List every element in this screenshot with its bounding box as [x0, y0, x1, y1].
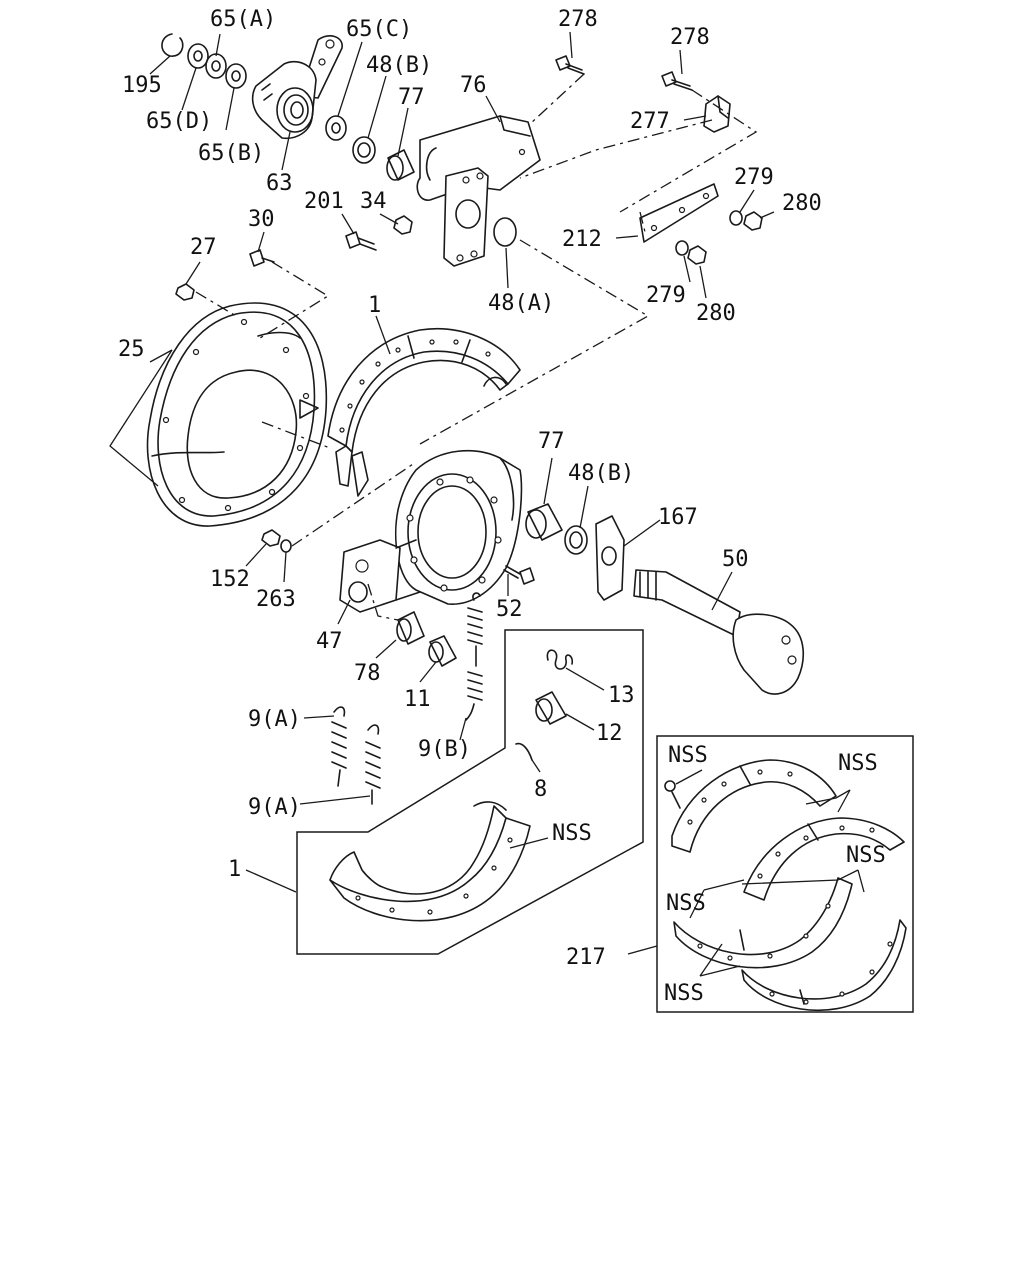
label-27: 27	[190, 235, 217, 260]
seal-48b-mid	[564, 525, 588, 555]
label-65c: 65(C)	[346, 17, 412, 42]
seal-48b-top	[352, 136, 376, 164]
label-78: 78	[354, 661, 381, 686]
plate-212	[639, 183, 719, 243]
pin-78	[396, 611, 425, 645]
washer-279-top	[729, 210, 743, 226]
o-ring-48a	[493, 217, 517, 247]
washer-65d	[187, 43, 209, 69]
roller-11	[428, 635, 457, 667]
label-278-a: 278	[558, 7, 598, 32]
roller-12	[535, 691, 567, 725]
assembly-dashed-lines	[195, 73, 758, 621]
bolt-278-b	[661, 71, 693, 91]
label-212: 212	[562, 227, 602, 252]
label-nss-box-1: NSS	[668, 743, 708, 768]
label-1-top: 1	[368, 293, 381, 318]
bushing-77-mid	[525, 503, 563, 541]
label-nss-box-4: NSS	[666, 891, 706, 916]
nut-34	[393, 215, 413, 235]
clip-277	[703, 95, 731, 133]
label-9a-bottom: 9(A)	[248, 795, 301, 820]
lining-kit-box	[656, 735, 914, 1013]
label-9b: 9(B)	[418, 737, 471, 762]
label-13: 13	[608, 683, 635, 708]
shoe-group-box	[296, 629, 644, 955]
label-nss-box-2: NSS	[838, 751, 878, 776]
lining-kit-217	[664, 759, 907, 1012]
label-279-top: 279	[734, 165, 774, 190]
label-280-top: 280	[782, 191, 822, 216]
label-47: 47	[316, 629, 343, 654]
label-201: 201	[304, 189, 344, 214]
spring-9a-left	[331, 706, 347, 787]
bolt-52	[503, 565, 535, 585]
dust-shield-25	[146, 302, 328, 527]
label-9a-top: 9(A)	[248, 707, 301, 732]
label-280-bottom: 280	[696, 301, 736, 326]
label-65b: 65(B)	[198, 141, 264, 166]
snap-ring-195	[161, 33, 184, 57]
camshaft-50	[633, 569, 805, 695]
label-263: 263	[256, 587, 296, 612]
spring-9a-right	[365, 724, 381, 805]
label-77-mid: 77	[538, 429, 565, 454]
spring-13	[546, 649, 574, 670]
bushing-77-top	[386, 149, 415, 181]
label-63: 63	[266, 171, 293, 196]
nut-280-top	[743, 211, 763, 231]
bracket-76	[416, 115, 541, 267]
brake-shoe-1-top	[327, 328, 521, 497]
label-65d: 65(D)	[146, 109, 212, 134]
label-nss-box-3: NSS	[846, 843, 886, 868]
slack-adjuster-63	[251, 35, 343, 140]
label-30: 30	[248, 207, 275, 232]
bolt-30	[249, 249, 275, 267]
spider-anchor	[339, 449, 523, 613]
nut-152	[261, 529, 281, 547]
washer-279-bottom	[675, 240, 689, 256]
washer-263	[280, 539, 292, 553]
label-77-top: 77	[398, 85, 425, 110]
label-195: 195	[122, 73, 162, 98]
washer-65a	[205, 53, 227, 79]
washer-65b	[225, 63, 247, 89]
label-65a: 65(A)	[210, 7, 276, 32]
label-25: 25	[118, 337, 145, 362]
label-48b-top: 48(B)	[366, 53, 432, 78]
label-12: 12	[596, 721, 623, 746]
label-277: 277	[630, 109, 670, 134]
label-8: 8	[534, 777, 547, 802]
label-1-bottom: 1	[228, 857, 241, 882]
label-279-bottom: 279	[646, 283, 686, 308]
plate-167	[595, 515, 625, 601]
label-11: 11	[404, 687, 431, 712]
label-167: 167	[658, 505, 698, 530]
label-217: 217	[566, 945, 606, 970]
label-34: 34	[360, 189, 387, 214]
spring-9b	[465, 592, 483, 721]
label-nss-kit: NSS	[552, 821, 592, 846]
label-152: 152	[210, 567, 250, 592]
bolt-278-a	[555, 55, 585, 75]
label-76: 76	[460, 73, 487, 98]
leader-lines	[109, 31, 865, 977]
nut-27	[175, 283, 195, 301]
label-278-b: 278	[670, 25, 710, 50]
label-50: 50	[722, 547, 749, 572]
brake-shoe-1-bottom	[329, 801, 531, 922]
nut-280-bottom	[687, 245, 707, 265]
washer-65c	[325, 115, 347, 141]
label-48a: 48(A)	[488, 291, 554, 316]
label-52: 52	[496, 597, 523, 622]
clip-8	[515, 742, 533, 761]
label-48b-mid: 48(B)	[568, 461, 634, 486]
part-labels: 195 65(A) 65(D) 65(B) 63 65(C) 48(B) 77 …	[118, 7, 886, 1006]
label-nss-box-5: NSS	[664, 981, 704, 1006]
bolt-201	[345, 231, 377, 251]
